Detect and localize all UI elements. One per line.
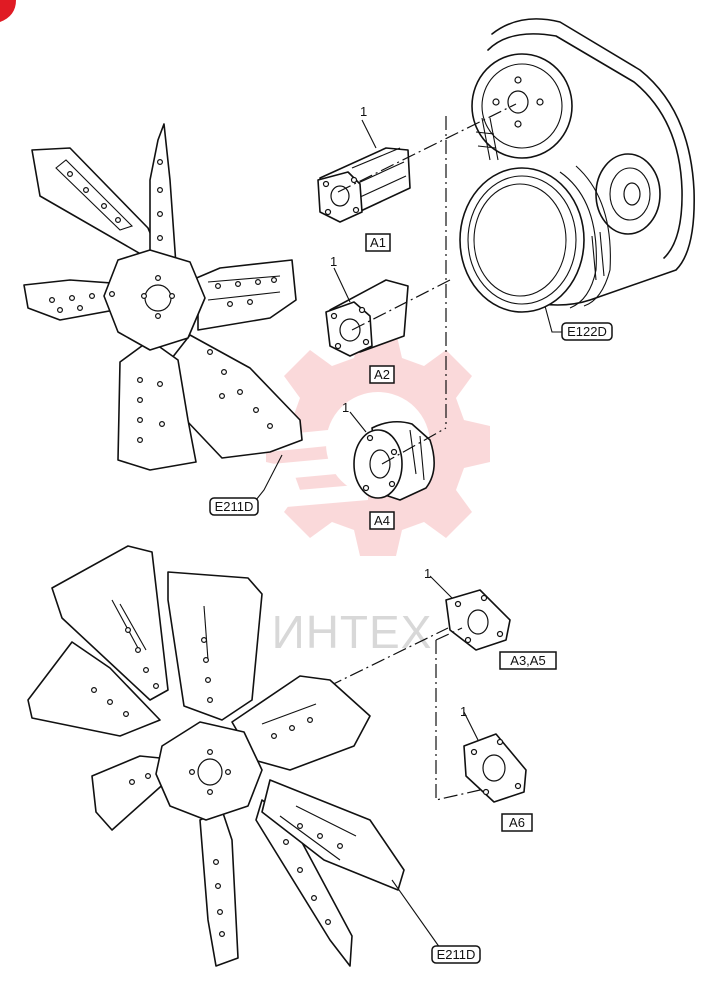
rivet-hole — [271, 732, 278, 739]
rivet-hole — [159, 421, 166, 428]
rivet-hole — [135, 646, 142, 653]
a4-label: A4 — [374, 513, 390, 528]
rivet-hole — [157, 235, 164, 242]
rivet-hole — [157, 211, 164, 218]
rivet-hole — [253, 407, 260, 414]
a2-part-number: 1 — [330, 254, 337, 269]
rivet-hole — [213, 858, 220, 865]
rivet-hole — [122, 710, 129, 717]
rivet-hole — [145, 772, 152, 779]
rivet-hole — [219, 930, 226, 937]
rivet-hole — [100, 203, 107, 210]
rivet-hole — [225, 768, 232, 775]
rivet-hole — [106, 698, 113, 705]
rivet-hole — [90, 686, 97, 693]
rivet-hole — [108, 291, 115, 298]
rivet-hole — [189, 768, 196, 775]
rivet-hole — [143, 666, 150, 673]
rivet-hole — [153, 682, 160, 689]
rivet-hole — [66, 171, 73, 178]
a1-part-number: 1 — [360, 104, 367, 119]
rivet-hole — [219, 393, 226, 400]
rivet-hole — [289, 724, 296, 731]
rivet-hole — [157, 159, 164, 166]
rivet-hole — [114, 217, 121, 224]
callout-belt-drive: E122D — [544, 305, 613, 341]
rivet-hole — [247, 299, 254, 306]
rivet-hole — [48, 297, 55, 304]
rivet-hole — [137, 417, 144, 424]
rivet-hole — [207, 696, 214, 703]
a6-part-number: 1 — [460, 704, 467, 719]
fan-5-blade — [23, 123, 303, 471]
rivet-hole — [157, 187, 164, 194]
flange-a3-a5: 1 A3,A5 — [424, 566, 557, 670]
rivet-hole — [56, 307, 63, 314]
spacer-a2: 1 A2 — [325, 254, 409, 384]
rivet-hole — [317, 832, 324, 839]
rivet-hole — [88, 293, 95, 300]
a1-label: A1 — [370, 235, 386, 250]
a6-label: A6 — [509, 815, 525, 830]
rivet-hole — [68, 295, 75, 302]
rivet-hole — [137, 377, 144, 384]
rivet-hole — [237, 389, 244, 396]
fan-8-blade — [27, 545, 405, 967]
rivet-hole — [76, 305, 83, 312]
assembly-center-lines — [263, 103, 517, 801]
rivet-hole — [157, 381, 164, 388]
rivet-hole — [207, 748, 214, 755]
rivet-hole — [297, 866, 304, 873]
rivet-hole — [255, 279, 262, 286]
spacer-a4: 1 A4 — [342, 400, 435, 530]
a2-label: A2 — [374, 367, 390, 382]
rivet-hole — [141, 293, 148, 300]
rivet-hole — [227, 301, 234, 308]
rivet-hole — [205, 676, 212, 683]
rivet-hole — [271, 277, 278, 284]
corner-brand-mark — [0, 0, 16, 22]
a35-label: A3,A5 — [510, 653, 545, 668]
rivet-hole — [155, 313, 162, 320]
rivet-hole — [137, 437, 144, 444]
callout-fan-lower: E211D — [391, 879, 481, 964]
rivet-hole — [221, 369, 228, 376]
rivet-hole — [215, 882, 222, 889]
rivet-hole — [215, 283, 222, 290]
rivet-hole — [283, 838, 290, 845]
fan-lower-ref-label: E211D — [437, 947, 476, 962]
rivet-hole — [267, 423, 274, 430]
rivet-hole — [307, 716, 314, 723]
rivet-hole — [325, 918, 332, 925]
belt-drive-ref-label: E122D — [567, 324, 607, 339]
rivet-hole — [155, 275, 162, 282]
rivet-hole — [169, 293, 176, 300]
rivet-hole — [311, 894, 318, 901]
rivet-hole — [297, 822, 304, 829]
rivet-hole — [129, 778, 136, 785]
spacer-a1: 1 A1 — [317, 104, 411, 252]
belt-drive-assembly — [459, 18, 695, 313]
fan-upper-ref-label: E211D — [215, 499, 254, 514]
flange-a6: 1 A6 — [460, 704, 533, 832]
rivet-hole — [203, 656, 210, 663]
callout-fan-upper: E211D — [209, 454, 283, 516]
rivet-hole — [207, 349, 214, 356]
watermark-text: ИНТЕХ — [272, 606, 433, 658]
rivet-hole — [217, 908, 224, 915]
a35-part-number: 1 — [424, 566, 431, 581]
rivet-hole — [207, 788, 214, 795]
rivet-hole — [82, 187, 89, 194]
rivet-hole — [137, 397, 144, 404]
rivet-hole — [201, 636, 208, 643]
rivet-hole — [235, 281, 242, 288]
rivet-hole — [124, 626, 131, 633]
rivet-hole — [337, 842, 344, 849]
a4-part-number: 1 — [342, 400, 349, 415]
